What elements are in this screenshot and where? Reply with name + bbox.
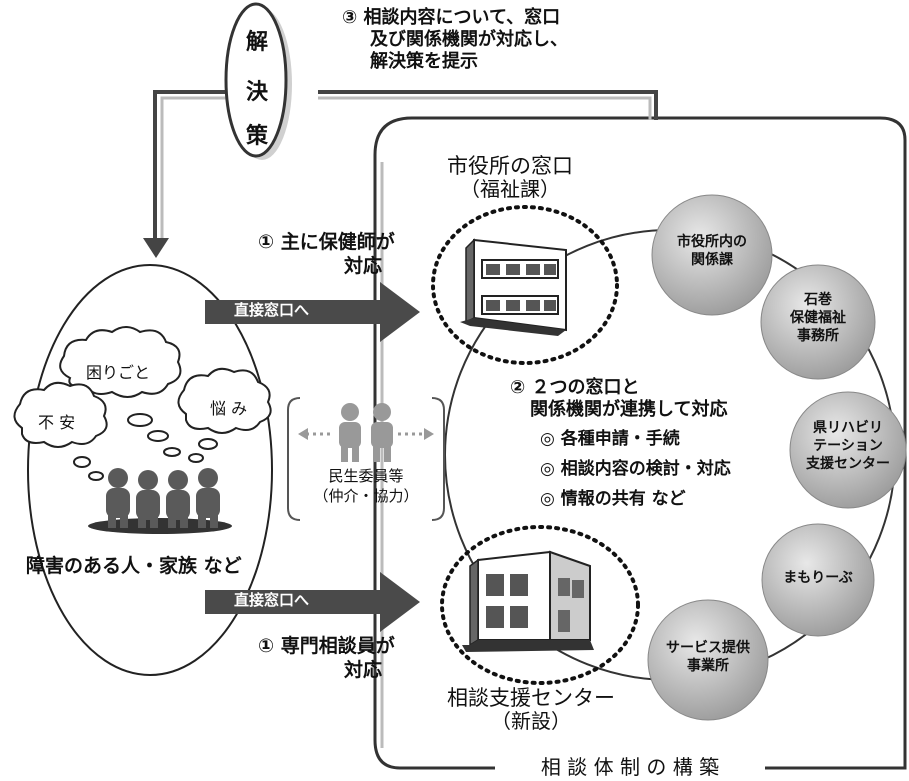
footer-label: 相 談 体 制 の 構 築 (496, 756, 764, 779)
minsei-bracket-right (431, 397, 445, 521)
feedback-arrowhead (143, 238, 169, 258)
agency-2-line3: 事務所 (797, 328, 839, 344)
system-frame (373, 116, 907, 770)
step1-top-line1: ① 主に保健師が (258, 231, 395, 253)
persons-label: 障害のある人・家族 など (26, 555, 242, 577)
minsei-figures-icon (339, 403, 393, 462)
consult-center-sub: （新設） (491, 709, 571, 733)
solution-char-1: 解 (245, 30, 268, 55)
agency-circle-2 (760, 264, 876, 380)
agency-5-line2: 事業所 (687, 658, 729, 674)
cloud-nayami-icon (177, 367, 272, 434)
solution-char-3: 策 (245, 124, 268, 149)
feedback-line (153, 90, 232, 240)
agency-2-line2: 保健福祉 (790, 310, 846, 326)
city-office-title: 市役所の窓口 (447, 154, 573, 178)
agency-circle-1 (651, 194, 773, 316)
minsei-dotted-arrows (298, 428, 434, 440)
solution-oval (224, 2, 288, 158)
step3-line3: 解決策を提示 (370, 51, 478, 72)
consult-center-building-icon (462, 550, 594, 652)
people-oval (27, 264, 273, 676)
office-dotted-circle (431, 205, 619, 365)
agency-1-line2: 関係課 (691, 252, 733, 268)
minsei-bracket-left (287, 397, 301, 521)
direct-arrow-top (205, 282, 420, 342)
step2-item-2: ◎ 相談内容の検討・対応 (540, 459, 731, 479)
step1-top-line2: 対応 (344, 255, 383, 277)
cloud-komarigoto-icon (59, 326, 182, 398)
cloud-komarigoto-label: 困りごと (86, 363, 151, 382)
step3-line1: ③ 相談内容について、窓口 (342, 7, 561, 28)
direct-arrow-top-label: 直接窓口へ (234, 301, 310, 319)
agency-1-line1: 市役所内の (677, 234, 747, 250)
step3-line2: 及び関係機関が対応し、 (370, 29, 568, 50)
agency-3-line2: テーション (813, 438, 883, 454)
direct-arrow-bottom (205, 572, 420, 632)
step1-bottom-line2: 対応 (344, 659, 383, 681)
solution-char-2: 決 (245, 80, 268, 105)
feedback-line-right-shadow (318, 96, 652, 120)
agency-3-line3: 支援センター (806, 456, 890, 472)
center-dotted-circle (440, 525, 640, 685)
minsei-line2: （仲介・協力） (313, 487, 419, 505)
city-office-sub: （福祉課） (460, 177, 560, 201)
feedback-line-right (318, 90, 658, 120)
city-office-building-icon (460, 238, 567, 336)
agency-4-line1: まもりーぶ (783, 570, 853, 586)
step2-line2: 関係機関が連携して対応 (530, 399, 728, 420)
feedback-line-shadow (160, 96, 232, 240)
thought-bubbles (73, 413, 218, 481)
cloud-nayami-label: 悩 み (210, 399, 248, 418)
step2-item-1: ◎ 各種申請・手続 (540, 429, 680, 449)
direct-arrow-bottom-label: 直接窓口へ (234, 591, 310, 609)
agency-3-line1: 県リハビリ (813, 420, 883, 436)
step2-item-3: ◎ 情報の共有 など (540, 489, 686, 509)
cloud-fuan-icon (13, 381, 108, 448)
agency-5-line1: サービス提供 (666, 640, 750, 656)
agency-2-line1: 石巻 (804, 292, 832, 308)
agency-circle-3 (789, 391, 907, 509)
step1-bottom-line1: ① 専門相談員が (258, 635, 395, 657)
agency-circle-4 (761, 523, 875, 637)
minsei-line1: 民生委員等 (328, 467, 404, 485)
consult-center-title: 相談支援センター (447, 686, 615, 710)
people-group-icon (88, 468, 232, 534)
agency-circle-5 (647, 599, 769, 721)
step2-line1: ② ２つの窓口と (510, 377, 640, 398)
cloud-fuan-label: 不 安 (38, 413, 76, 432)
